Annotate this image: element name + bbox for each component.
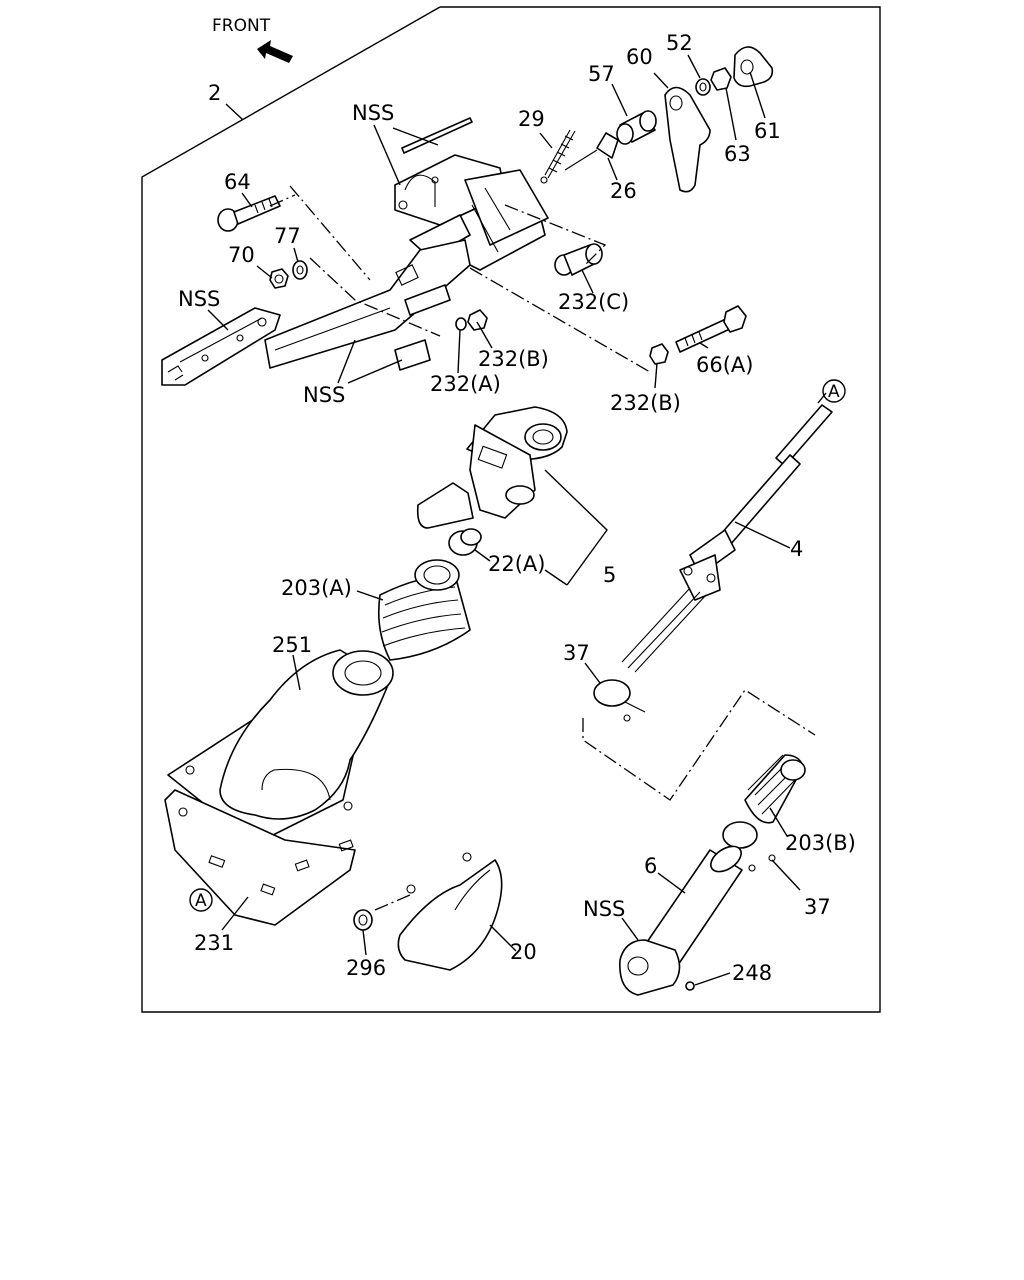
callout-63: 63 — [724, 142, 751, 166]
part-70-nut — [269, 268, 289, 289]
part-37-clamp-upper — [593, 679, 646, 722]
svg-text:A: A — [828, 382, 840, 402]
part-29-spring — [540, 129, 576, 184]
callout-57: 57 — [588, 62, 615, 86]
part-63-nut — [710, 67, 732, 91]
front-arrow-icon — [257, 40, 293, 63]
callout-20: 20 — [510, 940, 537, 964]
callout-6: 6 — [644, 854, 657, 878]
part-77-washer — [292, 260, 308, 280]
callout-203b: 203(B) — [785, 831, 856, 855]
callout-248: 248 — [732, 961, 772, 985]
callout-26: 26 — [610, 179, 637, 203]
part-22a-cap — [448, 528, 482, 556]
callout-232b-mid: 232(B) — [478, 347, 549, 371]
part-231-plate — [164, 789, 356, 926]
upper-bracket-assembly — [161, 117, 549, 386]
part-64-bolt — [217, 195, 281, 232]
front-label: FRONT — [212, 16, 271, 36]
callout-nss-top: NSS — [352, 101, 394, 125]
part-232a-nut — [455, 317, 467, 331]
part-296-screw — [353, 909, 373, 931]
part-232c-bushing — [554, 243, 603, 276]
ref-a-top-marker: A — [822, 379, 846, 403]
callout-4: 4 — [790, 537, 803, 561]
part-61-cap — [733, 46, 774, 88]
callout-29: 29 — [518, 107, 545, 131]
part-232b-nut-mid — [467, 309, 488, 331]
callout-251: 251 — [272, 633, 312, 657]
part-60-lever — [664, 86, 711, 193]
callout-37-lower: 37 — [804, 895, 831, 919]
callout-70: 70 — [228, 243, 255, 267]
leader-lines — [207, 54, 827, 986]
part-203b-boot — [744, 754, 806, 824]
part-52-washer — [695, 78, 711, 96]
ref-a-bottom-marker: A — [189, 888, 213, 912]
part-251-boot — [167, 649, 394, 836]
callout-52: 52 — [666, 31, 693, 55]
part-26-clip — [596, 132, 619, 159]
callout-37-upper: 37 — [563, 641, 590, 665]
callout-232c: 232(C) — [558, 290, 629, 314]
callout-nss-left: NSS — [178, 287, 220, 311]
part-4-shaft — [621, 404, 833, 673]
diagram-frame — [141, 6, 881, 1013]
callout-232b-right: 232(B) — [610, 391, 681, 415]
part-20-cover — [397, 852, 503, 971]
callout-296: 296 — [346, 956, 386, 980]
front-indicator: FRONT — [212, 16, 293, 63]
part-5-column-housing — [416, 406, 568, 529]
callout-nss-bottom: NSS — [303, 383, 345, 407]
part-6-lower-shaft — [619, 845, 743, 996]
part-66a-bolt — [675, 305, 747, 353]
callout-77: 77 — [274, 224, 301, 248]
part-232b-nut-right — [649, 343, 669, 365]
callout-22a: 22(A) — [488, 552, 545, 576]
callout-232a: 232(A) — [430, 372, 501, 396]
callout-nss-shaft: NSS — [583, 897, 625, 921]
part-203a-boot — [377, 559, 471, 661]
callout-231: 231 — [194, 931, 234, 955]
callout-60: 60 — [626, 45, 653, 69]
callout-5: 5 — [603, 563, 616, 587]
callout-203a: 203(A) — [281, 576, 352, 600]
callout-2: 2 — [208, 81, 221, 105]
callout-61: 61 — [754, 119, 781, 143]
callout-66a: 66(A) — [696, 353, 753, 377]
part-57-bushing — [616, 110, 657, 145]
svg-text:A: A — [195, 891, 207, 911]
part-37-clamp-lower — [722, 821, 776, 872]
callout-64: 64 — [224, 170, 251, 194]
